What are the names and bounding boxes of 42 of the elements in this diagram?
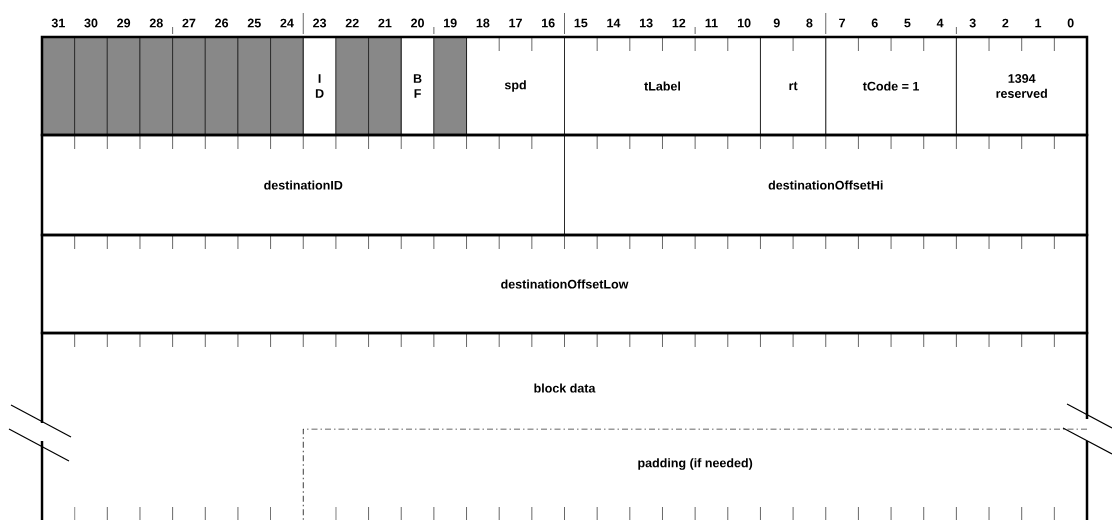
bit-number: 20 <box>411 18 424 28</box>
field-cell: destinationID <box>41 134 565 236</box>
field-cell: tCode = 1 <box>825 36 957 136</box>
bit-number: 30 <box>84 18 98 28</box>
reserved-bit-cell <box>368 36 402 136</box>
bit-number: 25 <box>247 18 261 28</box>
reserved-bit-cell <box>107 36 141 136</box>
reserved-bit-cell <box>139 36 173 136</box>
bit-number: 31 <box>51 18 65 28</box>
bit-number: 28 <box>149 18 163 28</box>
field-cell: tLabel <box>564 36 761 136</box>
bit-number: 16 <box>542 18 555 28</box>
bit-number: 9 <box>773 18 780 28</box>
field-cell: spd <box>466 36 565 136</box>
bit-number: 23 <box>313 18 327 28</box>
bit-number: 10 <box>737 18 751 28</box>
field-cell: 1394 reserved <box>956 36 1088 136</box>
bit-number: 22 <box>345 18 359 28</box>
reserved-bit-cell <box>335 36 369 136</box>
reserved-bit-cell <box>237 36 271 136</box>
bit-number: 24 <box>280 18 294 28</box>
bit-number: 4 <box>936 18 944 28</box>
reserved-bit-cell <box>74 36 108 136</box>
reserved-bit-cell <box>41 36 75 136</box>
field-cell: destinationOffsetHi <box>564 134 1088 236</box>
bit-number: 21 <box>378 18 392 28</box>
bit-number: 19 <box>444 18 457 28</box>
reserved-bit-cell <box>172 36 206 136</box>
reserved-bit-cell <box>270 36 304 136</box>
bit-number: 18 <box>476 18 490 28</box>
padding-area: padding (if needed) <box>302 428 1088 520</box>
bit-number: 15 <box>574 18 588 28</box>
bit-number: 26 <box>215 18 229 28</box>
field-cell: rt <box>760 36 827 136</box>
bit-number: 29 <box>117 18 131 28</box>
field-cell: destinationOffsetLow <box>41 234 1088 334</box>
bit-number: 27 <box>182 18 196 28</box>
reserved-bit-cell <box>205 36 239 136</box>
reserved-bit-cell <box>433 36 467 136</box>
bit-number: 8 <box>806 18 813 28</box>
bit-number: 3 <box>969 18 976 28</box>
bit-number: 7 <box>839 18 845 28</box>
